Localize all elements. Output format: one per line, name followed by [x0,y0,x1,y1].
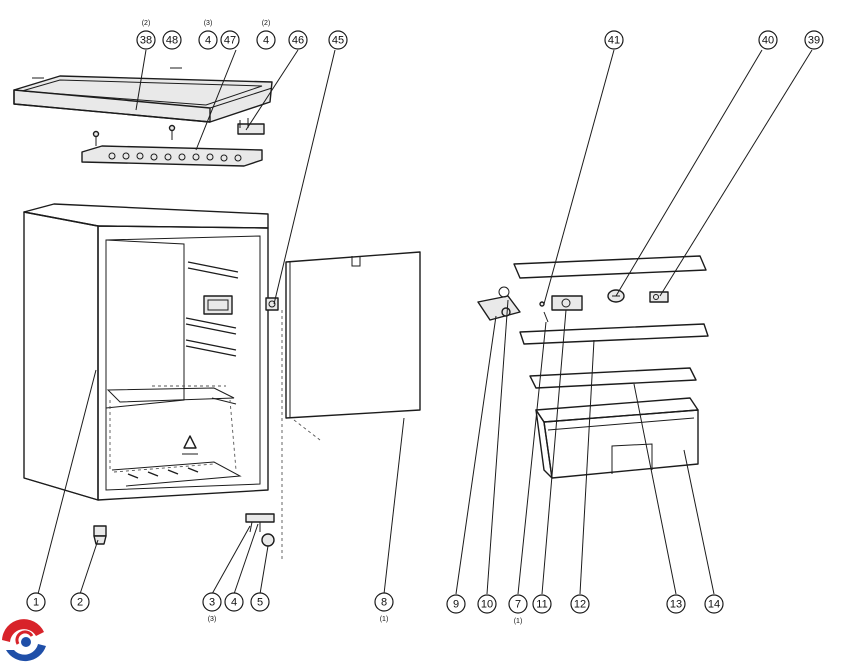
callout-bot-5: 5 [250,592,270,612]
callout-balloon [570,594,590,614]
callout-balloon [446,594,466,614]
callout-balloon [202,592,222,612]
callout-number: 11 [536,599,547,611]
callout-top-48: 48 [162,30,182,50]
callout-quantity: (1) [380,616,389,623]
adjustable-foot [93,525,107,545]
callout-number: 4 [231,597,237,609]
callout-number: 12 [574,599,586,611]
callout-balloon [477,594,497,614]
lamp-socket [649,291,669,303]
callout-number: 41 [608,35,620,47]
callout-bot-10: 10 [477,594,497,614]
callout-balloon [328,30,348,50]
callout-quantity: (2) [142,20,151,27]
brand-logo-icon [2,619,46,662]
callout-bot-8: 8 (1) [374,592,394,623]
callout-number: 38 [140,35,152,47]
callout-balloon [288,30,308,50]
callout-balloon [604,30,624,50]
callout-quantity: (1) [514,618,523,625]
callout-number: 8 [381,597,387,609]
callout-number: 9 [453,599,459,611]
crisper-cover-glass [529,367,697,389]
callout-number: 39 [808,35,820,47]
callout-balloon [220,30,240,50]
callout-balloon [508,594,528,614]
top-hinge-strip [81,118,265,167]
callout-top-40: 40 [758,30,778,50]
cabinet-body [23,203,269,501]
callout-top-39: 39 [804,30,824,50]
leader-lines [37,49,813,595]
callout-balloon [532,594,552,614]
glass-shelf-middle [519,323,709,345]
callout-balloon [198,30,218,50]
callout-number: 46 [292,35,304,47]
callout-bot-12: 12 [570,594,590,614]
callout-balloon [758,30,778,50]
lamp-cover-assembly [477,286,521,321]
callout-balloon [704,594,724,614]
crisper-drawer [535,397,699,479]
callout-top-41: 41 [604,30,624,50]
callout-balloon [224,592,244,612]
callout-number: 13 [670,599,682,611]
recycle-triangle-icon [182,435,198,455]
callout-number: 4 [263,35,269,47]
callout-bot-4: 4 [224,592,244,612]
callout-bot-11: 11 [532,594,552,614]
callout-quantity: (3) [204,20,213,27]
callout-bot-9: 9 [446,594,466,614]
top-cover [13,67,273,123]
callout-balloon [26,592,46,612]
callout-quantity: (2) [262,20,271,27]
callout-number: 45 [332,35,344,47]
callout-number: 40 [762,35,774,47]
callout-balloon [70,592,90,612]
callout-number: 3 [209,597,215,609]
callout-top-4a: 4 (3) [198,20,218,50]
glass-shelf-upper [513,255,707,279]
callout-number: 2 [77,597,83,609]
callout-number: 7 [515,599,521,611]
lower-hinge-parts [245,513,275,547]
callout-top-45: 45 [328,30,348,50]
callout-top-46: 46 [288,30,308,50]
callout-number: 10 [481,599,493,611]
callout-balloon [250,592,270,612]
callout-bot-14: 14 [704,594,724,614]
callout-top-47: 47 [220,30,240,50]
callout-balloon [162,30,182,50]
callout-quantity: (3) [208,616,217,623]
callout-bot-7: 7 (1) [508,594,528,625]
callout-number: 14 [708,599,720,611]
callout-bot-13: 13 [666,594,686,614]
callout-top-38: 38 (2) [136,20,156,50]
callout-number: 5 [257,597,263,609]
callout-number: 1 [33,597,39,609]
callout-balloon [666,594,686,614]
callout-number: 47 [224,35,236,47]
callout-bot-3: 3 (3) [202,592,222,623]
callout-balloon [804,30,824,50]
callout-bot-2: 2 [70,592,90,612]
callout-balloon [136,30,156,50]
door-panel [285,251,421,419]
callout-number: 48 [166,35,178,47]
callout-number: 4 [205,35,211,47]
callout-bot-1: 1 [26,592,46,612]
callout-balloon [256,30,276,50]
callout-balloon [374,592,394,612]
thermostat-switch [539,295,583,323]
callout-top-4b: 4 (2) [256,20,276,50]
